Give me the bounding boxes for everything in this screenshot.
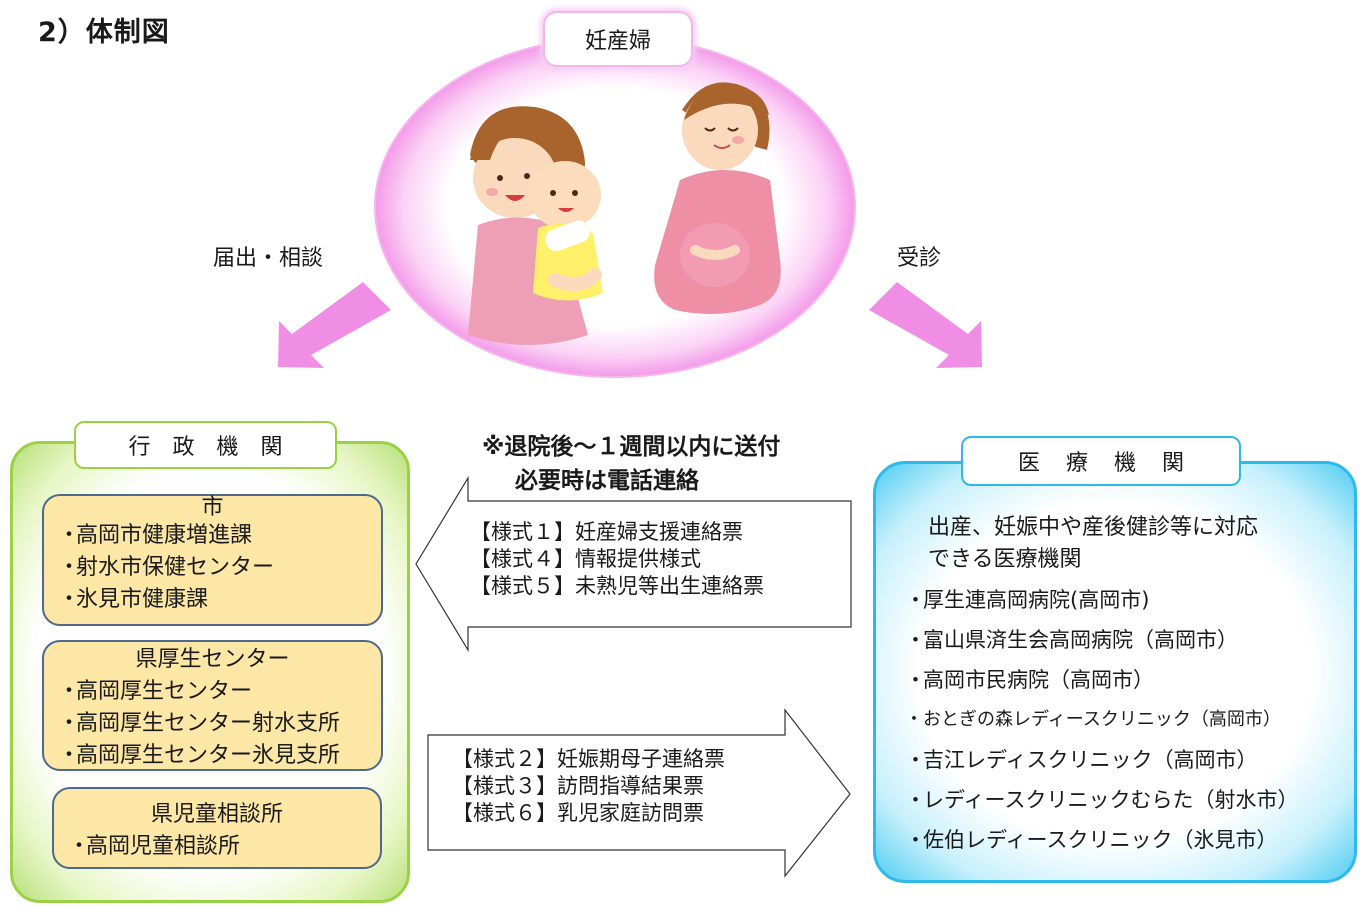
pregnant-woman-illustration (654, 82, 781, 314)
list-item: 射水市保健センター (44, 552, 381, 584)
list-item: 高岡市健康増進課 (44, 520, 381, 552)
form-item: 【様式２】妊娠期母子連絡票 (452, 747, 725, 771)
list-item: 高岡児童相談所 (54, 831, 380, 863)
form-item: 【様式３】訪問指導結果票 (452, 774, 704, 798)
medical-institutions-title: 医療機関 (961, 436, 1241, 486)
transfer-note-line2: 必要時は電話連絡 (515, 468, 699, 494)
transfer-note-line1: ※退院後～１週間以内に送付 (482, 434, 781, 460)
list-item: 高岡厚生センター氷見支所 (44, 740, 381, 772)
forms-to-medical: 【様式２】妊娠期母子連絡票 【様式３】訪問指導結果票 【様式６】乳児家庭訪問票 (452, 746, 725, 827)
form-arrows-group (415, 475, 852, 878)
hospital-item: 吉江レディスクリニック（高岡市） (905, 740, 1355, 780)
form-item: 【様式４】情報提供様式 (470, 547, 701, 571)
hospital-item: 富山県済生会高岡病院（高岡市） (905, 620, 1355, 660)
welfare-center-box: 県厚生センター 高岡厚生センター 高岡厚生センター射水支所 高岡厚生センター氷見… (42, 640, 383, 772)
forms-to-admin: 【様式１】妊産婦支援連絡票 【様式４】情報提供様式 【様式５】未熟児等出生連絡票 (470, 519, 764, 600)
admin-agencies-title: 行政機関 (74, 421, 337, 469)
medical-description-line1: 出産、妊娠中や産後健診等に対応 (928, 515, 1259, 540)
child-guidance-box: 県児童相談所 高岡児童相談所 (52, 787, 382, 869)
hospital-item: 佐伯レディースクリニック（氷見市） (905, 820, 1355, 860)
pregnant-oval (374, 36, 856, 378)
child-guidance-box-head: 県児童相談所 (150, 802, 283, 827)
form-item: 【様式１】妊産婦支援連絡票 (470, 520, 743, 544)
arrow-to-medical (869, 282, 982, 368)
form-item: 【様式６】乳児家庭訪問票 (452, 801, 704, 825)
arrow-to-admin (278, 282, 391, 368)
hospital-item: おとぎの森レディースクリニック（高岡市） (905, 700, 1355, 740)
hospital-item: レディースクリニックむらた（射水市） (905, 780, 1355, 820)
arrow-forms-to-medical-shape (427, 708, 851, 878)
list-item: 高岡厚生センター射水支所 (44, 708, 381, 740)
city-box-head: 市 (201, 495, 224, 520)
list-item: 高岡厚生センター (44, 676, 381, 708)
list-item: 氷見市健康課 (44, 584, 381, 616)
form-item: 【様式５】未熟児等出生連絡票 (470, 574, 764, 598)
medical-description: 出産、妊娠中や産後健診等に対応 できる医療機関 (928, 512, 1338, 576)
flow-label-consultation: 受診 (897, 246, 942, 271)
mother-baby-illustration (468, 106, 603, 345)
medical-description-line2: できる医療機関 (928, 547, 1082, 572)
arrow-forms-to-admin-shape (415, 475, 852, 653)
hospital-item: 厚生連高岡病院(高岡市) (905, 580, 1355, 620)
welfare-center-box-head: 県厚生センター (135, 647, 290, 672)
section-title: 2）体制図 (38, 17, 170, 48)
pregnant-label: 妊産婦 (543, 11, 693, 67)
transfer-note: ※退院後～１週間以内に送付 必要時は電話連絡 (482, 430, 780, 498)
flow-label-notification: 届出・相談 (213, 246, 324, 271)
hospital-list: 厚生連高岡病院(高岡市) 富山県済生会高岡病院（高岡市） 高岡市民病院（高岡市）… (905, 580, 1355, 860)
hospital-item: 高岡市民病院（高岡市） (905, 660, 1355, 700)
city-box: 市 高岡市健康増進課 射水市保健センター 氷見市健康課 (42, 494, 383, 626)
